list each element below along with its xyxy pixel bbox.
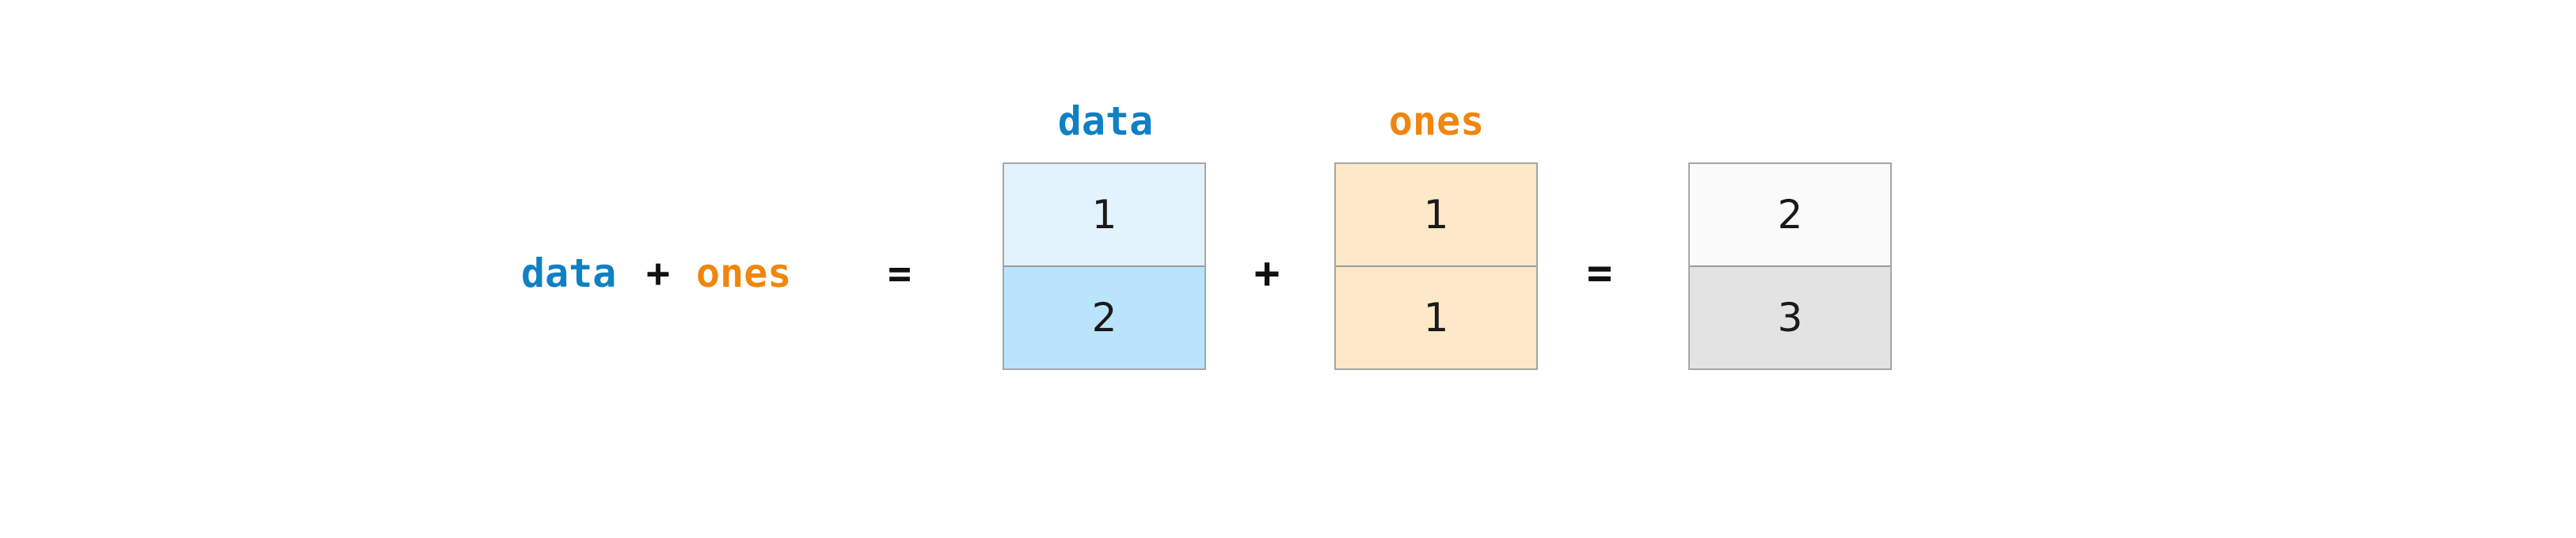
expression-ones-operand: ones: [696, 250, 792, 296]
ones-array-table: 1 1: [1334, 162, 1538, 370]
data-array-table: 1 2: [1003, 162, 1206, 370]
ones-array-label: ones: [1388, 98, 1485, 144]
data-array-cell-0: 1: [1004, 164, 1204, 265]
expression-data-operand: data: [521, 250, 617, 296]
data-array-cell-1: 2: [1004, 265, 1204, 368]
equals-operator: =: [1586, 248, 1613, 298]
expression-equals-operator: =: [888, 250, 912, 296]
result-array-cell-1: 3: [1690, 265, 1890, 368]
result-array-table: 2 3: [1688, 162, 1892, 370]
ones-array-cell-1: 1: [1336, 265, 1536, 368]
result-array-cell-0: 2: [1690, 164, 1890, 265]
ones-array-cell-0: 1: [1336, 164, 1536, 265]
expression-plus-operator: +: [646, 250, 671, 296]
data-array-label: data: [1057, 98, 1154, 144]
plus-operator: +: [1254, 248, 1280, 298]
